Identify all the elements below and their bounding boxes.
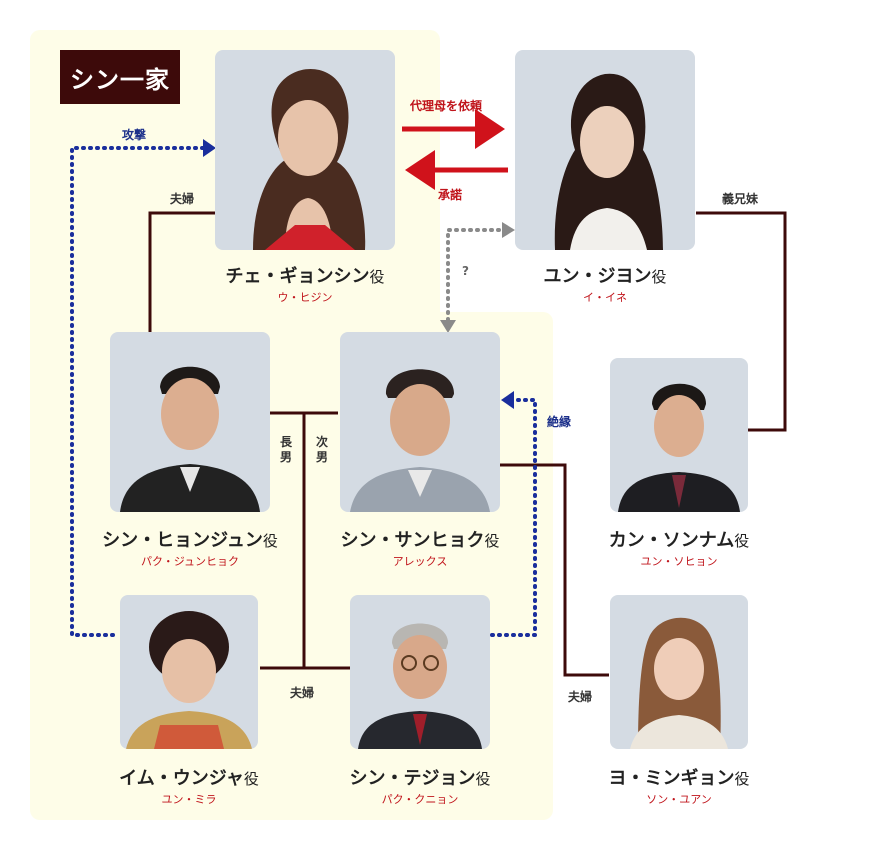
label-consent: 承諾 — [438, 188, 463, 202]
label-second-son: 次男 — [315, 435, 328, 464]
name-hyonjun: シン・ヒョンジュン役 — [102, 530, 278, 551]
actor-mingyon: ソン・ユアン — [646, 793, 712, 806]
name-tejon: シン・テジョン役 — [349, 768, 491, 789]
photo-tejon — [350, 595, 490, 749]
actor-hyonjun: パク・ジュンヒョク — [140, 555, 239, 568]
photo-unja — [120, 595, 258, 749]
name-sonnam: カン・ソンナム役 — [608, 530, 750, 551]
label-unknown: ? — [462, 264, 469, 278]
attack-dotted — [70, 146, 205, 637]
unknown-arrowhead-down — [440, 320, 456, 333]
disowned-arrowhead — [501, 391, 514, 409]
photo-hyonjun — [110, 332, 270, 512]
family-label: シン一家 — [60, 50, 180, 104]
actor-sanhyok: アレックス — [392, 555, 448, 568]
label-couple-parents: 夫婦 — [290, 686, 315, 700]
name-mingyon: ヨ・ミンギョン役 — [608, 768, 750, 789]
label-surrogate-request: 代理母を依頼 — [410, 99, 483, 113]
name-sanhyok: シン・サンヒョク役 — [340, 530, 500, 551]
photo-jiyon — [515, 50, 695, 250]
label-attack: 攻撃 — [122, 128, 147, 142]
actor-sonnam: ユン・ソヒョン — [640, 555, 718, 568]
couple-line-right — [500, 463, 609, 677]
name-jiyon: ユン・ジヨン役 — [543, 266, 667, 287]
photo-sonnam — [610, 358, 748, 512]
label-couple-right: 夫婦 — [568, 690, 593, 704]
unknown-arrowhead-right — [502, 222, 515, 238]
couple-line-top — [148, 211, 215, 333]
label-disowned: 絶縁 — [547, 415, 572, 429]
label-sister-in-law: 義兄妹 — [722, 192, 759, 206]
actor-jiyon: イ・イネ — [583, 291, 627, 304]
name-kyongshin: チェ・ギョンシン役 — [225, 266, 385, 287]
attack-arrowhead — [203, 139, 216, 157]
disowned-dotted — [490, 398, 537, 637]
name-unja: イム・ウンジャ役 — [119, 768, 259, 789]
actor-kyongshin: ウ・ヒジン — [277, 291, 333, 304]
actor-tejon: パク・クニョン — [381, 793, 459, 806]
photo-sanhyok — [340, 332, 500, 512]
unknown-dotted — [446, 228, 505, 322]
actor-unja: ユン・ミラ — [161, 793, 217, 806]
label-couple-top: 夫婦 — [170, 192, 195, 206]
photo-kyongshin — [215, 50, 395, 250]
label-eldest-son: 長男 — [279, 435, 292, 464]
sibling-line — [696, 211, 787, 432]
photo-mingyon — [610, 595, 748, 749]
